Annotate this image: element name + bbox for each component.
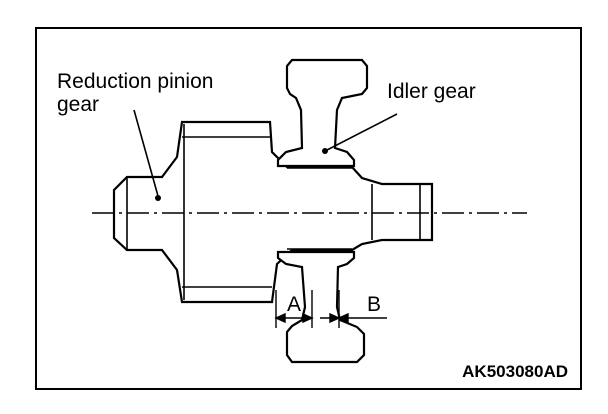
gear-assembly-drawing (92, 58, 527, 364)
figure-code: AK503080AD (462, 362, 568, 381)
arrowhead (274, 312, 286, 324)
dimension-a-label: A (287, 293, 302, 316)
reduction-pinion-gear-label-line1: Reduction pinion (57, 70, 214, 93)
reduction-pinion-gear-body (112, 120, 434, 304)
idler-gear-lower (276, 250, 366, 364)
arrowhead (329, 312, 341, 324)
figure-frame: Reduction pinion gear Idler gear A B AK5… (35, 27, 582, 390)
arrowhead (337, 312, 349, 324)
idler-gear-label: Idler gear (387, 80, 476, 103)
idler-gear (276, 58, 369, 168)
dimension-b-label: B (367, 293, 382, 316)
reduction-pinion-gear-label-line2: gear (57, 93, 100, 116)
reduction-pinion-leader-dot (155, 195, 161, 201)
reduction-pinion-gear-label: Reduction pinion gear (57, 70, 213, 116)
reduction-pinion-leader (133, 109, 159, 197)
idler-gear-leader (326, 113, 398, 151)
idler-gear-leader-dot (322, 148, 328, 154)
arrowhead (302, 312, 314, 324)
